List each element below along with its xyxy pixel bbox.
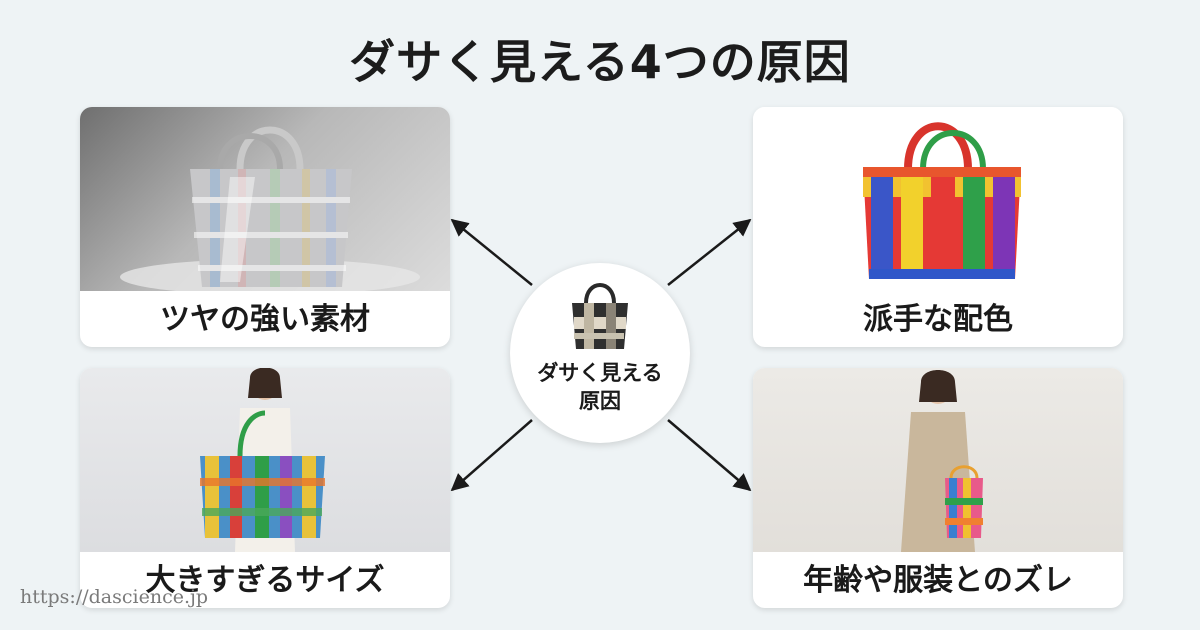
arrow-top-left bbox=[450, 218, 533, 286]
arrow-top-right bbox=[667, 218, 752, 286]
cause-card-shiny-material: ツヤの強い素材 bbox=[80, 107, 450, 347]
cause-label: 大きすぎるサイズ bbox=[145, 563, 385, 598]
metallic-tote-bag-photo bbox=[80, 107, 450, 291]
cause-card-oversized: 大きすぎるサイズ bbox=[80, 368, 450, 608]
center-label-line2: 原因 bbox=[579, 389, 621, 413]
woman-with-oversized-tote-photo bbox=[80, 368, 450, 552]
cause-card-age-outfit-mismatch: 年齢や服装とのズレ bbox=[753, 368, 1123, 608]
cause-label: 派手な配色 bbox=[863, 302, 1013, 337]
center-label-line1: ダサく見える bbox=[537, 361, 663, 385]
arrow-bottom-right bbox=[667, 419, 752, 492]
site-url-watermark: https://dascience.jp bbox=[20, 586, 209, 608]
central-cause-node: ダサく見える 原因 bbox=[510, 263, 690, 443]
colorful-woven-tote-bag-photo bbox=[753, 107, 1123, 291]
cause-card-flashy-colors: 派手な配色 bbox=[753, 107, 1123, 347]
cause-label: 年齢や服装とのズレ bbox=[803, 563, 1073, 598]
arrow-bottom-left bbox=[450, 419, 533, 492]
page-title: ダサく見える4つの原因 bbox=[349, 35, 851, 89]
woman-in-linen-dress-with-tote-photo bbox=[753, 368, 1123, 552]
cause-label: ツヤの強い素材 bbox=[160, 302, 370, 337]
tote-bag-icon bbox=[572, 283, 628, 349]
